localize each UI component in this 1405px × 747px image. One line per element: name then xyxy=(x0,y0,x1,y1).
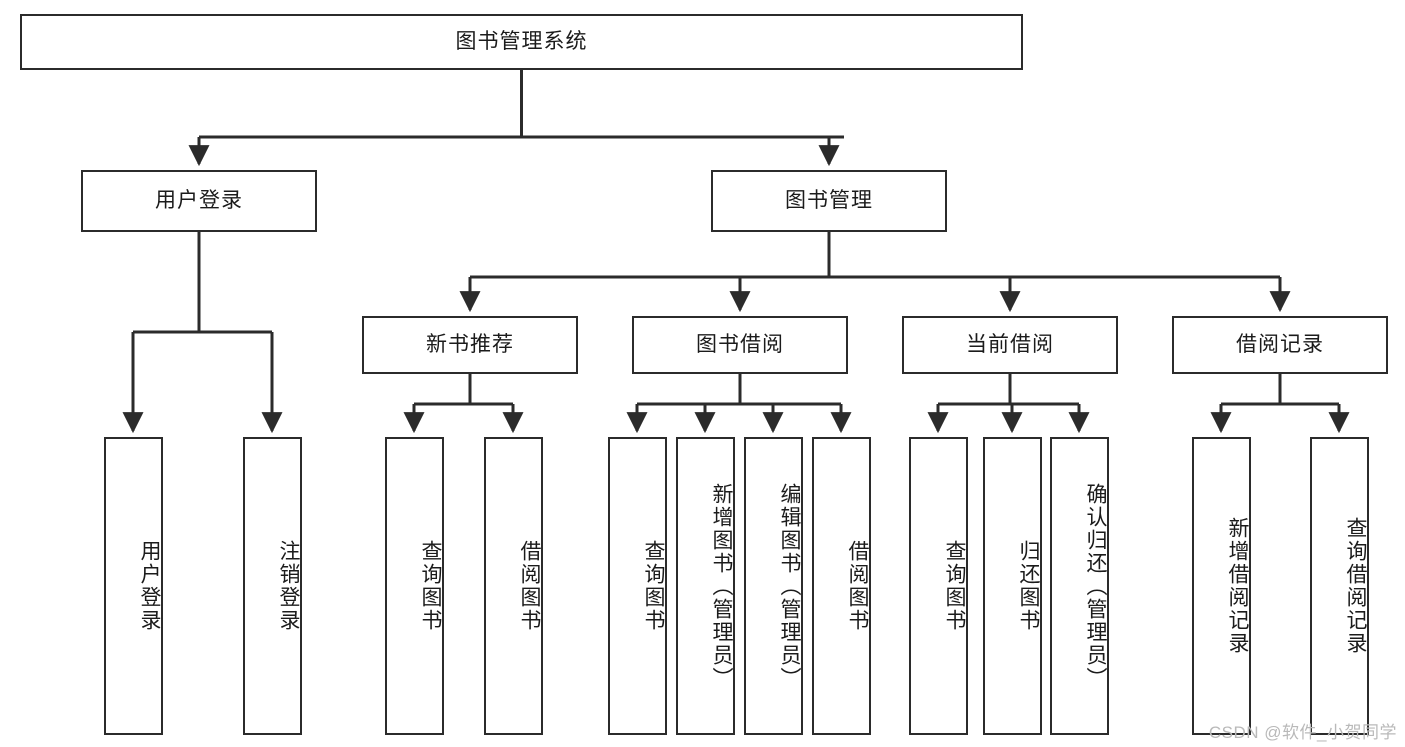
node-book-management-label: 图书管理 xyxy=(785,188,873,212)
leaf-user-login[interactable]: 用户登录 xyxy=(104,437,163,735)
leaf-query-book-3[interactable]: 查询图书 xyxy=(909,437,968,735)
leaf-return-book-label: 归还图书 xyxy=(1017,540,1040,632)
node-borrow-record[interactable]: 借阅记录 xyxy=(1172,316,1388,374)
leaf-add-borrow-record[interactable]: 新增借阅记录 xyxy=(1192,437,1251,735)
leaf-add-borrow-record-label: 新增借阅记录 xyxy=(1226,517,1249,655)
leaf-edit-book[interactable]: 编辑图书（管理员） xyxy=(744,437,803,735)
leaf-borrow-book-2-label: 借阅图书 xyxy=(846,540,869,632)
watermark: CSDN @软件_小贺同学 xyxy=(1208,723,1397,742)
node-book-borrow-label: 图书借阅 xyxy=(696,332,784,356)
leaf-return-book[interactable]: 归还图书 xyxy=(983,437,1042,735)
leaf-query-borrow-record[interactable]: 查询借阅记录 xyxy=(1310,437,1369,735)
leaf-edit-book-label: 编辑图书（管理员） xyxy=(778,482,801,690)
leaf-query-book-1-label: 查询图书 xyxy=(419,540,442,632)
leaf-add-book-label: 新增图书（管理员） xyxy=(710,482,733,690)
node-book-management[interactable]: 图书管理 xyxy=(711,170,947,232)
leaf-query-book-3-label: 查询图书 xyxy=(943,540,966,632)
leaf-borrow-book-2[interactable]: 借阅图书 xyxy=(812,437,871,735)
leaf-query-borrow-record-label: 查询借阅记录 xyxy=(1344,517,1367,655)
node-new-book-recommend[interactable]: 新书推荐 xyxy=(362,316,578,374)
node-current-borrow-label: 当前借阅 xyxy=(966,332,1054,356)
leaf-borrow-book-1-label: 借阅图书 xyxy=(518,540,541,632)
node-current-borrow[interactable]: 当前借阅 xyxy=(902,316,1118,374)
node-user-login[interactable]: 用户登录 xyxy=(81,170,317,232)
leaf-query-book-2[interactable]: 查询图书 xyxy=(608,437,667,735)
leaf-confirm-return-label: 确认归还（管理员） xyxy=(1084,482,1107,690)
node-root[interactable]: 图书管理系统 xyxy=(20,14,1023,70)
leaf-user-login-label: 用户登录 xyxy=(138,540,161,632)
leaf-query-book-2-label: 查询图书 xyxy=(642,540,665,632)
leaf-query-book-1[interactable]: 查询图书 xyxy=(385,437,444,735)
node-user-login-label: 用户登录 xyxy=(155,188,243,212)
node-book-borrow[interactable]: 图书借阅 xyxy=(632,316,848,374)
leaf-logout-label: 注销登录 xyxy=(277,540,300,632)
node-new-book-recommend-label: 新书推荐 xyxy=(426,332,514,356)
leaf-add-book[interactable]: 新增图书（管理员） xyxy=(676,437,735,735)
leaf-confirm-return[interactable]: 确认归还（管理员） xyxy=(1050,437,1109,735)
leaf-borrow-book-1[interactable]: 借阅图书 xyxy=(484,437,543,735)
node-root-label: 图书管理系统 xyxy=(455,29,588,53)
node-borrow-record-label: 借阅记录 xyxy=(1236,332,1324,356)
leaf-logout[interactable]: 注销登录 xyxy=(243,437,302,735)
